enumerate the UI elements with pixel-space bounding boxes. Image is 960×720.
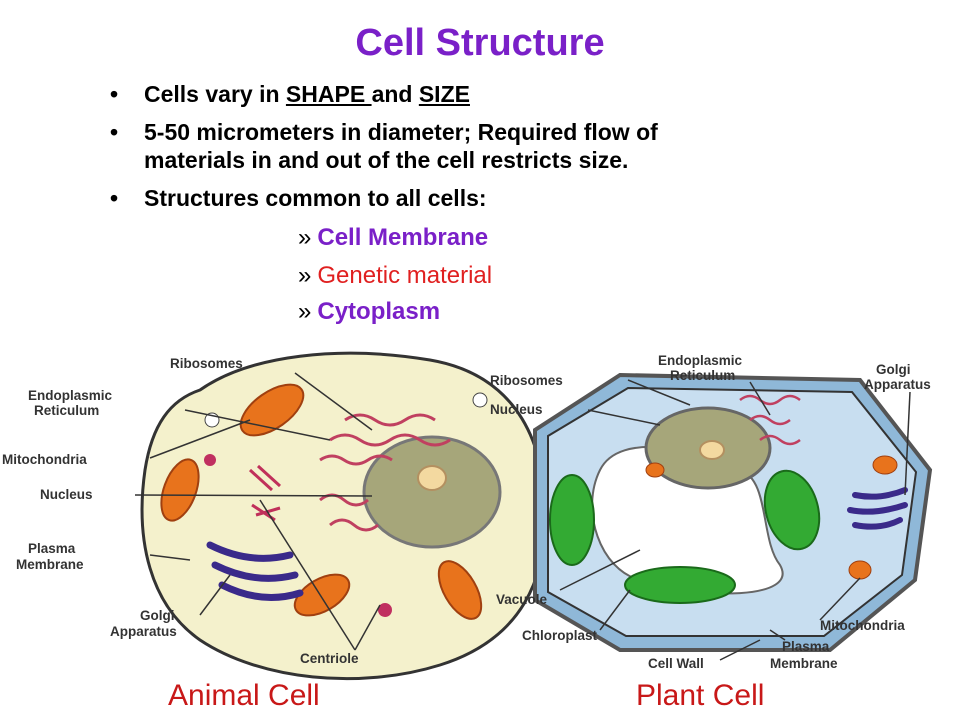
- label-vacuole: Vacuole: [496, 592, 548, 607]
- label-nucleus: Nucleus: [40, 487, 93, 502]
- plant-er: [739, 394, 801, 446]
- label-nucleus: Nucleus: [490, 402, 543, 417]
- label-cell-wall: Cell Wall: [648, 656, 704, 671]
- label-chloroplast: Chloroplast: [522, 628, 598, 643]
- subitem-glyph: »: [298, 262, 312, 289]
- animal-nucleus: [362, 435, 502, 549]
- label-plasma: Plasma: [782, 639, 830, 654]
- label-membrane: Membrane: [16, 557, 84, 572]
- subitem-cytoplasm: »Cytoplasm: [298, 298, 440, 326]
- bullet-text: and: [371, 81, 419, 107]
- label-membrane: Membrane: [770, 656, 838, 671]
- size-term: SIZE: [418, 81, 470, 107]
- label-apparatus: Apparatus: [864, 377, 931, 392]
- animal-nucleolus: [417, 465, 447, 491]
- animal-cell: Ribosomes Endoplasmic Reticulum Mitochon…: [2, 351, 548, 712]
- subitem-text: Cell Membrane: [317, 224, 489, 251]
- bullet-text: 5-50 micrometers in diameter; Required f…: [144, 119, 658, 145]
- shape-term: SHAPE: [285, 81, 372, 107]
- cell-diagram: Ribosomes Endoplasmic Reticulum Mitochon…: [2, 351, 933, 712]
- subitem-text: Cytoplasm: [317, 298, 441, 325]
- plant-mitochondria: [645, 455, 898, 580]
- animal-cell-caption: Animal Cell: [168, 679, 320, 712]
- label-mitochondria: Mitochondria: [820, 618, 905, 633]
- label-golgi: Golgi: [876, 362, 911, 377]
- label-apparatus: Apparatus: [110, 624, 177, 639]
- animal-leader-lines: [134, 372, 381, 651]
- animal-vesicle: [204, 454, 216, 466]
- bullet-text: materials in and out of the cell restric…: [144, 147, 629, 173]
- label-er-line2: Reticulum: [670, 368, 735, 383]
- plant-leader-lines: [559, 379, 911, 661]
- animal-vesicle: [472, 392, 488, 408]
- bullet-glyph: •: [110, 81, 119, 107]
- label-ribosomes: Ribosomes: [170, 356, 243, 371]
- label-ribosomes: Ribosomes: [490, 373, 563, 388]
- animal-vesicle: [378, 603, 392, 617]
- label-golgi: Golgi: [140, 608, 175, 623]
- plant-chloroplasts: [549, 469, 821, 604]
- subitem-genetic-material: »Genetic material: [298, 262, 492, 290]
- slide-title: Cell Structure: [355, 22, 605, 64]
- label-er-line1: Endoplasmic: [658, 353, 743, 368]
- bullet-text: Cells vary in: [144, 81, 286, 107]
- subitem-cell-membrane: »Cell Membrane: [298, 224, 488, 252]
- label-er-line1: Endoplasmic: [28, 388, 113, 403]
- label-centriole: Centriole: [300, 651, 359, 666]
- label-plasma: Plasma: [28, 541, 76, 556]
- bullet-glyph: •: [110, 119, 119, 145]
- label-mitochondria: Mitochondria: [2, 452, 87, 467]
- label-er-line2: Reticulum: [34, 403, 99, 418]
- animal-mitochondria: [160, 383, 483, 620]
- subitem-glyph: »: [298, 224, 312, 251]
- plant-nucleolus: [699, 440, 725, 460]
- plant-cell-caption: Plant Cell: [636, 679, 764, 712]
- subitem-text: Genetic material: [317, 262, 493, 289]
- plant-golgi: [847, 487, 908, 530]
- plant-cell: Endoplasmic Reticulum Ribosomes Golgi Ap…: [490, 353, 933, 712]
- subitem-glyph: »: [298, 298, 312, 325]
- animal-golgi: [206, 541, 304, 601]
- bullet-glyph: •: [110, 185, 119, 211]
- bullet-text: Structures common to all cells:: [144, 185, 487, 211]
- animal-er: [319, 413, 451, 532]
